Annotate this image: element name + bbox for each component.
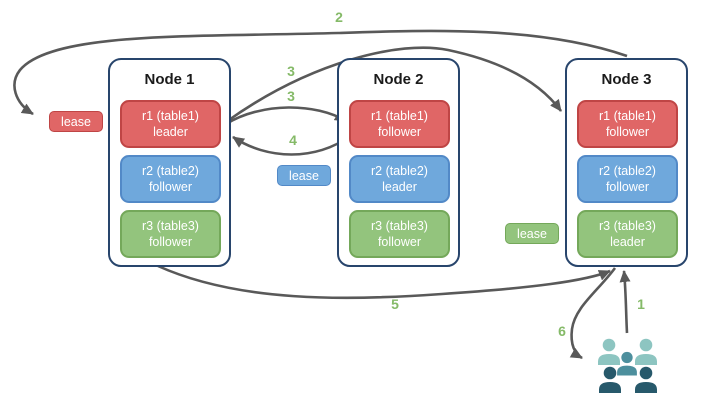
- arrow-step6-node3-to-clients: [569, 267, 617, 360]
- replica-name: r3 (table3): [142, 218, 199, 233]
- replica-name: r2 (table2): [599, 163, 656, 178]
- replica-name: r2 (table2): [142, 163, 199, 178]
- replica-box-node2-r2: r2 (table2) leader: [349, 155, 450, 203]
- replica-box-node2-r1: r1 (table1) follower: [349, 100, 450, 148]
- replica-role: follower: [605, 125, 650, 139]
- arrow-step3-node1-to-node3: [225, 46, 563, 124]
- replica-box-node2-r3: r3 (table3) follower: [349, 210, 450, 258]
- replica-box-node3-r1: r1 (table1) follower: [577, 100, 678, 148]
- node-title: Node 1: [144, 71, 195, 88]
- step-label-4: 4: [289, 132, 297, 148]
- replica-box-node1-r2: r2 (table2) follower: [120, 155, 221, 203]
- replica-role: follower: [148, 180, 193, 194]
- replica-name: r1 (table1): [599, 108, 656, 123]
- lease-badge-green: lease: [505, 223, 559, 244]
- replica-name: r3 (table3): [371, 218, 428, 233]
- step-label-1: 1: [637, 296, 645, 312]
- lease-badge-blue: lease: [277, 165, 331, 186]
- arrow-step5-node1-to-node3: [157, 264, 611, 300]
- replica-name: r2 (table2): [371, 163, 428, 178]
- replica-box-node1-r1: r1 (table1) leader: [120, 100, 221, 148]
- arrow-step3-node1-to-node2: [225, 106, 347, 126]
- replica-box-node3-r3: r3 (table3) leader: [577, 210, 678, 258]
- step-label-6: 6: [558, 323, 566, 339]
- node-2: Node 2 r1 (table1) follower r2 (table2) …: [337, 58, 460, 267]
- node-1: Node 1 r1 (table1) leader r2 (table2) fo…: [108, 58, 231, 267]
- arrow-step2-node3-to-lease1: [13, 29, 628, 116]
- replica-role: follower: [605, 180, 650, 194]
- node-title: Node 2: [373, 71, 424, 88]
- people-group-icon: [598, 338, 657, 393]
- lease-badge-red: lease: [49, 111, 103, 132]
- replica-role: follower: [377, 235, 422, 249]
- replica-role: leader: [153, 125, 188, 139]
- replica-name: r1 (table1): [371, 108, 428, 123]
- replica-role: leader: [610, 235, 645, 249]
- replica-name: r3 (table3): [599, 218, 656, 233]
- step-label-5: 5: [391, 296, 399, 312]
- replica-role: follower: [377, 125, 422, 139]
- node-3: Node 3 r1 (table1) follower r2 (table2) …: [565, 58, 688, 267]
- step-label-3a: 3: [287, 63, 295, 79]
- step-label-2: 2: [335, 9, 343, 25]
- replica-role: follower: [148, 235, 193, 249]
- step-label-3b: 3: [287, 88, 295, 104]
- replica-box-node3-r2: r2 (table2) follower: [577, 155, 678, 203]
- arrow-step1-clients-to-node3: [619, 270, 631, 334]
- node-title: Node 3: [601, 71, 652, 88]
- replica-role: leader: [382, 180, 417, 194]
- replica-box-node1-r3: r3 (table3) follower: [120, 210, 221, 258]
- replica-name: r1 (table1): [142, 108, 199, 123]
